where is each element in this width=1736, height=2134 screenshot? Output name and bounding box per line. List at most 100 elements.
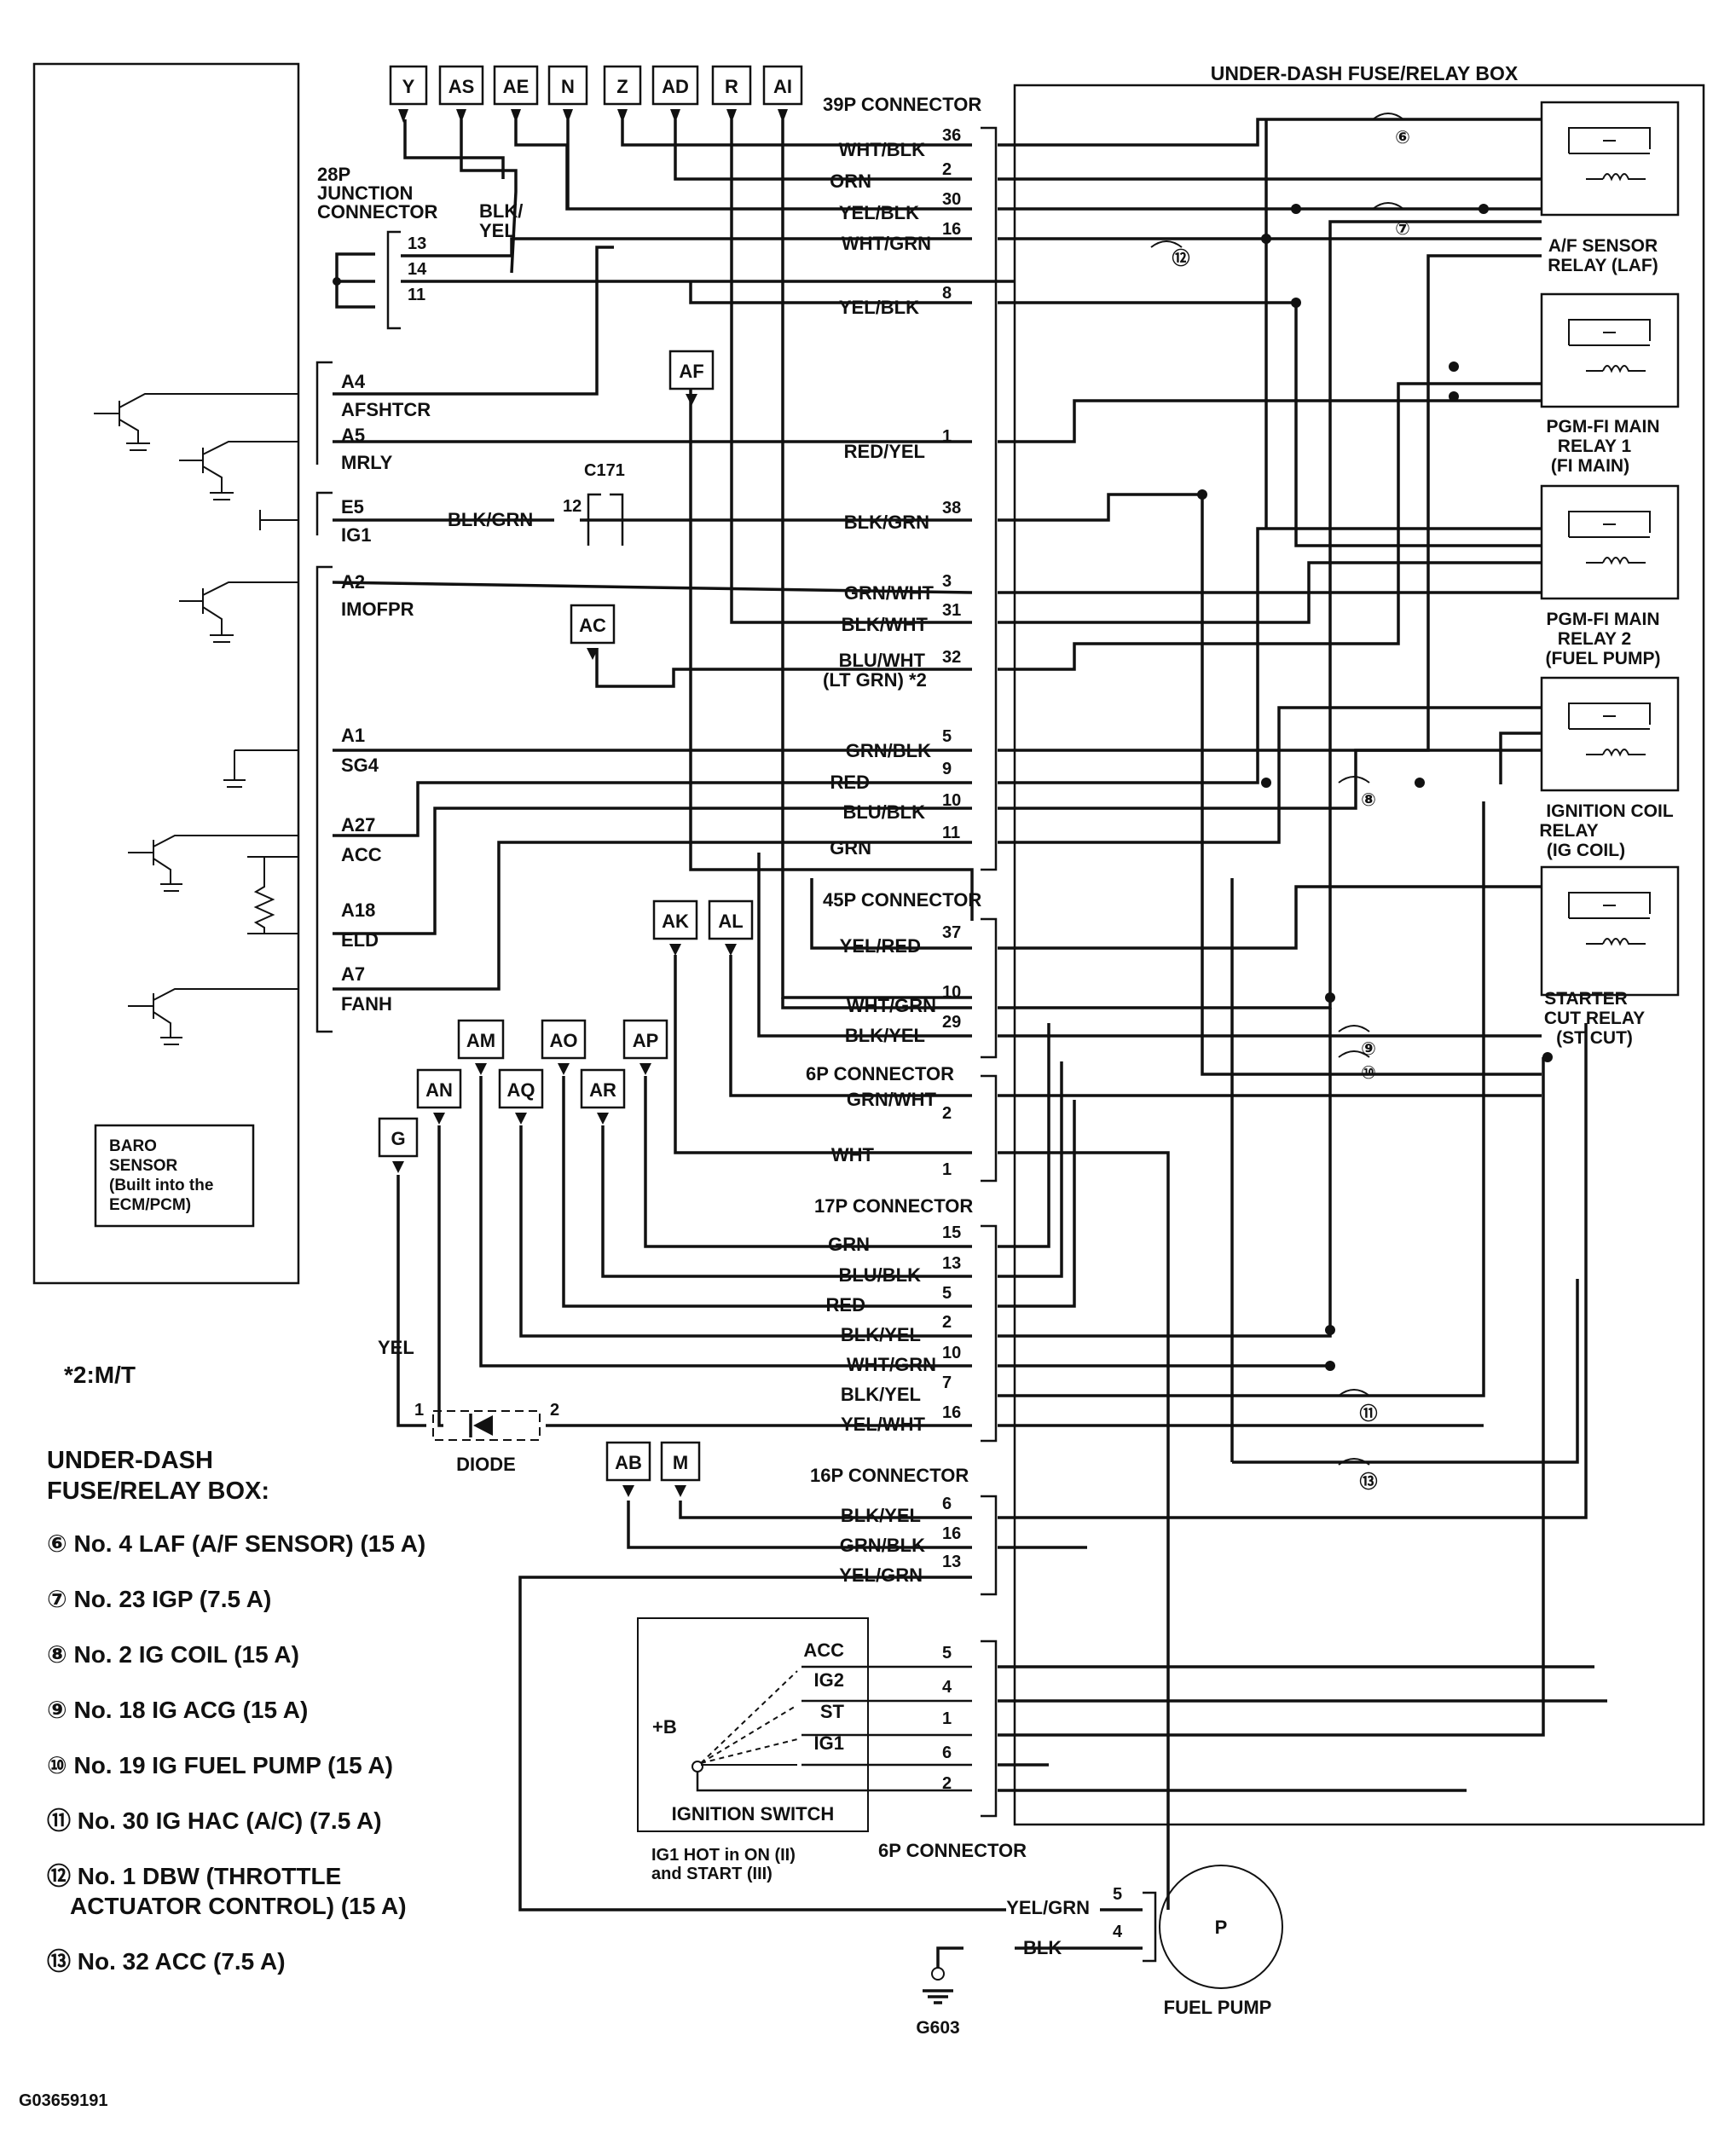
footnote: *2:M/T [64,1362,136,1388]
top-terminal-arrows [398,109,788,123]
fuse-markers: ⑥ ⑦ ⑫ ⑧ ⑨ ⑩ ⑪ ⑬ [1150,113,1410,1492]
svg-text:6: 6 [942,1495,952,1513]
svg-text:16: 16 [942,220,961,239]
ac-arrow [587,648,599,660]
terminal-label-Y: Y [402,76,415,97]
diode-wire-yel: YEL [378,1337,414,1358]
j28-left-bridge [335,252,375,309]
ign-title: IGNITION SWITCH [672,1803,835,1825]
fp-pin2: 4 [1113,1923,1123,1941]
c6p-b-label: 6P CONNECTOR [878,1840,1027,1861]
c17p-bar [981,1224,998,1443]
terminal-M: M [660,1441,701,1482]
svg-text:10: 10 [942,1344,961,1362]
terminal-Y: Y [389,65,428,106]
legend-item-13: ⑬ No. 32 ACC (7.5 A) [47,1947,286,1975]
svg-text:A4: A4 [341,371,366,392]
terminal-N: N [547,65,588,106]
relay-fuel-pump-line1: PGM-FI MAIN [1547,610,1660,629]
relay-ig-coil-line3: (IG COIL) [1547,841,1625,860]
fuse-8: ⑧ [1361,790,1376,810]
svg-text:7: 7 [942,1374,952,1392]
relay-laf: A/F SENSOR RELAY (LAF) [1540,101,1680,275]
legend-item-10: ⑩ No. 19 IG FUEL PUMP (15 A) [47,1752,393,1778]
svg-text:BLU/BLK: BLU/BLK [842,801,925,823]
svg-text:FANH: FANH [341,993,392,1015]
svg-text:3: 3 [942,572,952,591]
figure-id: G03659191 [19,2091,108,2110]
terminal-AS: AS [438,65,484,106]
terminal-AR: AR [580,1068,626,1109]
svg-text:AQ: AQ [507,1079,535,1101]
svg-text:1: 1 [942,1160,952,1179]
svg-text:AL: AL [718,911,743,932]
relay-st-cut-line1: STARTER [1544,989,1628,1009]
svg-text:16: 16 [942,1524,961,1543]
svg-text:2: 2 [942,160,952,179]
svg-text:ACC: ACC [341,844,382,865]
c17p-label: 17P CONNECTOR [814,1195,973,1217]
baro-line1: BARO [109,1137,157,1155]
c39p-label: 39P CONNECTOR [823,94,981,115]
c39p-bar [981,126,998,871]
svg-text:SG4: SG4 [341,755,379,776]
svg-text:13: 13 [942,1553,961,1571]
relay-fi-main-line3: (FI MAIN) [1551,456,1629,476]
terminal-label-N: N [561,76,575,97]
svg-text:GRN/BLK: GRN/BLK [840,1535,925,1556]
c6p-a-label: 6P CONNECTOR [806,1063,954,1084]
relay-fuel-pump: PGM-FI MAIN RELAY 2 (FUEL PUMP) [1540,484,1680,668]
svg-text:GRN: GRN [830,837,871,859]
svg-text:YEL/RED: YEL/RED [840,935,921,957]
baro-line4: ECM/PCM) [109,1196,191,1214]
relay-fi-main-line1: PGM-FI MAIN [1547,417,1660,437]
relay-st-cut-line2: CUT RELAY [1544,1009,1645,1028]
svg-text:2: 2 [942,1104,952,1123]
c45p-label: 45P CONNECTOR [823,889,981,911]
ground-g603: G603 [916,2018,959,2038]
legend-item-7: ⑦ No. 23 IGP (7.5 A) [47,1586,271,1612]
svg-text:IG1: IG1 [341,524,371,546]
svg-text:10: 10 [942,983,961,1002]
svg-text:A7: A7 [341,963,365,985]
terminal-AD: AD [651,65,699,106]
terminal-AM: AM [457,1019,505,1060]
svg-text:AFSHTCR: AFSHTCR [341,399,431,420]
svg-text:AP: AP [633,1030,659,1051]
svg-text:E5: E5 [341,496,364,518]
svg-text:AB: AB [615,1452,642,1473]
svg-text:BLK/GRN: BLK/GRN [844,512,929,533]
svg-text:ORN: ORN [830,171,871,192]
c6p-a-bar [981,1074,998,1183]
fuel-pump-symbol: P [1215,1917,1228,1938]
c16p-bar [981,1495,998,1596]
ign-note-2: and START (III) [651,1865,773,1883]
svg-text:WHT: WHT [831,1144,875,1165]
wires-45p-paths [674,853,972,1154]
legend-item-8: ⑧ No. 2 IG COIL (15 A) [47,1641,299,1668]
terminal-label-R: R [725,76,738,97]
diode-pin1: 1 [414,1401,424,1420]
relay-st-cut: STARTER CUT RELAY (ST CUT) [1540,865,1680,1048]
svg-text:4: 4 [942,1678,952,1697]
blu-wht-note: (LT GRN) *2 [823,669,927,691]
svg-text:YEL/GRN: YEL/GRN [839,1564,923,1586]
relay-fuel-pump-line2: RELAY 2 [1558,629,1631,649]
relay-fi-main: PGM-FI MAIN RELAY 1 (FI MAIN) [1540,292,1680,476]
wires-16p-paths [518,1501,1006,1911]
svg-text:9: 9 [942,760,952,778]
j28-wire-line2: YEL [479,220,516,241]
wires-39p-paths [332,119,1015,999]
fuse-13: ⑬ [1360,1472,1378,1492]
fp-pin1: 5 [1113,1885,1122,1904]
svg-text:AN: AN [425,1079,453,1101]
legend-item-12-cont: ACTUATOR CONTROL) (15 A) [70,1893,407,1919]
